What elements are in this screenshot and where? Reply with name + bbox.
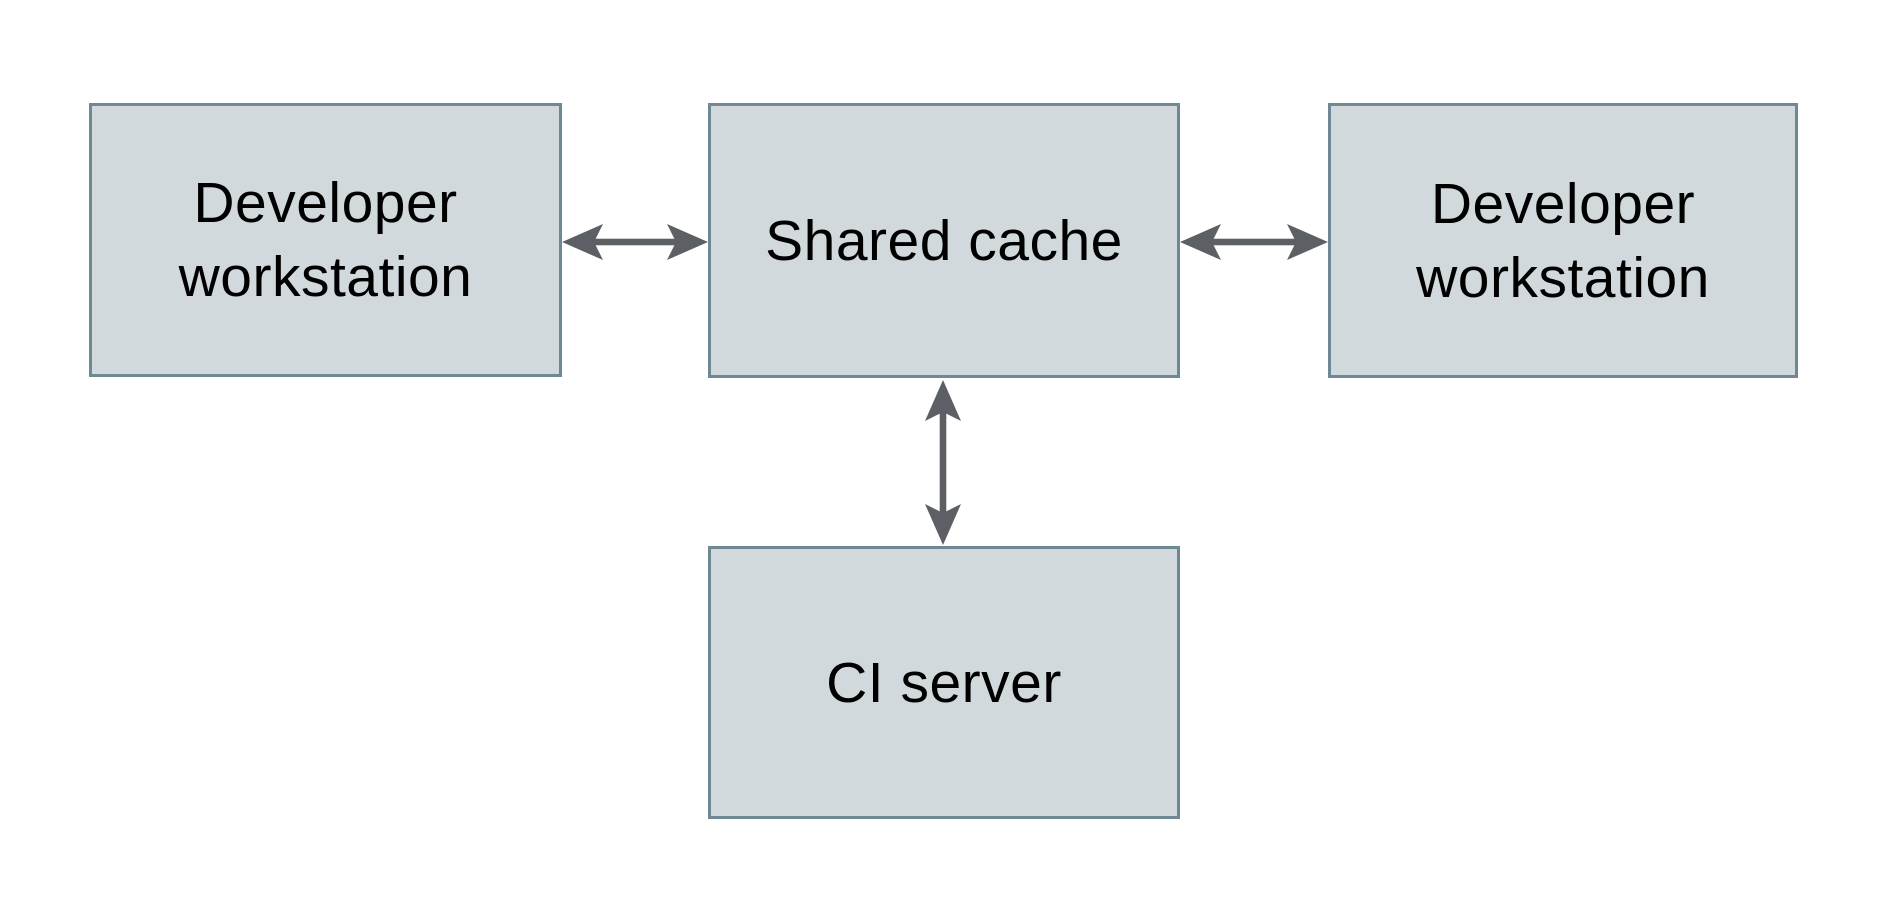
node-developer-workstation-left: Developer workstation	[89, 103, 562, 377]
node-shared-cache-label: Shared cache	[765, 208, 1123, 273]
node-ci-server: CI server	[708, 546, 1180, 819]
node-shared-cache: Shared cache	[708, 103, 1180, 378]
bidirectional-arrow-down-icon	[925, 380, 961, 545]
node-developer-workstation-right-label: Developer workstation	[1416, 171, 1710, 310]
node-ci-server-label: CI server	[826, 650, 1062, 715]
node-developer-workstation-right: Developer workstation	[1328, 103, 1798, 378]
bidirectional-arrow-right-icon	[1180, 224, 1328, 260]
bidirectional-arrow-left-icon	[562, 224, 708, 260]
node-developer-workstation-left-label: Developer workstation	[178, 171, 473, 309]
